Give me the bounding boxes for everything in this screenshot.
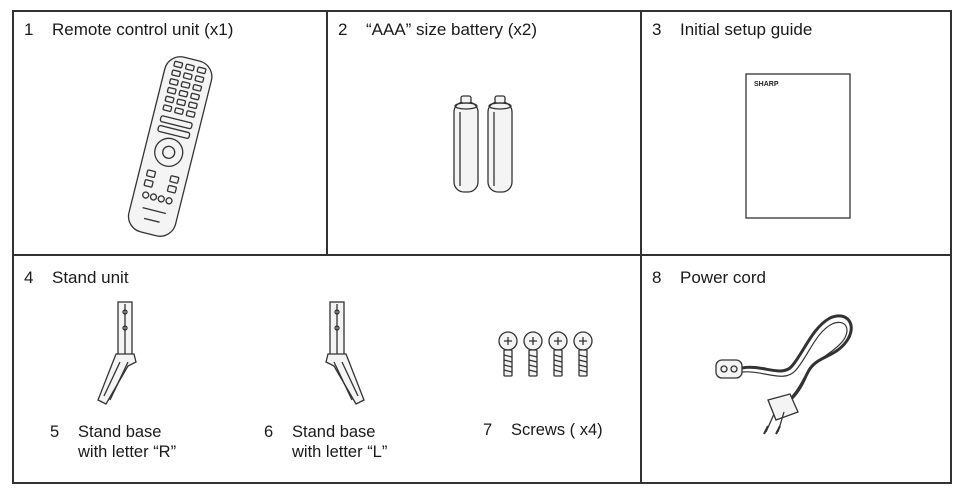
stand-base-l-illustration	[325, 301, 365, 405]
item-number: 8	[652, 268, 662, 287]
item-label: Remote control unit (x1)	[52, 20, 234, 39]
item-label-line1: Stand base	[292, 423, 376, 441]
stand-base-r-illustration	[97, 301, 137, 405]
divider	[12, 254, 952, 256]
item-number: 7	[483, 421, 493, 439]
item-label-line2: with letter “L”	[292, 443, 388, 461]
remote-control-illustration	[127, 56, 213, 237]
accessories-table	[12, 10, 952, 484]
item-guide-caption: 3 Initial setup guide	[652, 20, 812, 40]
screws-illustration	[498, 331, 593, 377]
power-cord-illustration	[715, 314, 853, 435]
setup-guide-illustration: SHARP	[745, 73, 851, 219]
item-label: Stand unit	[52, 268, 129, 287]
item-number: 2	[338, 20, 348, 39]
divider	[326, 10, 328, 256]
item-remote-caption: 1 Remote control unit (x1)	[24, 20, 233, 40]
guide-brand-text: SHARP	[754, 81, 779, 88]
battery-illustration	[453, 95, 513, 193]
item-power-cord-caption: 8 Power cord	[652, 268, 766, 288]
item-label-line2: with letter “R”	[78, 443, 177, 461]
item-stand-caption: 4 Stand unit	[24, 268, 129, 288]
item-label: Initial setup guide	[680, 20, 813, 39]
item-number: 5	[50, 423, 60, 441]
divider	[640, 10, 642, 484]
item-label: Screws ( x4)	[511, 421, 603, 439]
item-battery-caption: 2 “AAA” size battery (x2)	[338, 20, 537, 40]
item-stand-r-caption: 5 Stand base with letter “R”	[50, 422, 230, 466]
item-number: 6	[264, 423, 274, 441]
item-stand-l-caption: 6 Stand base with letter “L”	[264, 422, 444, 466]
item-label-line1: Stand base	[78, 423, 162, 441]
item-number: 4	[24, 268, 34, 287]
item-label: Power cord	[680, 268, 766, 287]
item-label: “AAA” size battery (x2)	[366, 20, 537, 39]
item-number: 3	[652, 20, 662, 39]
item-number: 1	[24, 20, 34, 39]
item-screws-caption: 7 Screws ( x4)	[483, 420, 633, 444]
